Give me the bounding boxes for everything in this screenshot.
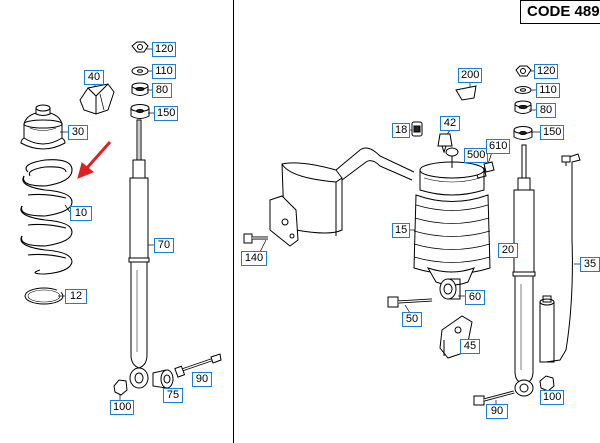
shock-absorber-20 — [512, 144, 536, 397]
callout-80[interactable]: 80 — [152, 83, 172, 98]
coil-spring-10 — [20, 159, 73, 275]
wire-harness-35 — [545, 153, 581, 363]
callout-70[interactable]: 70 — [154, 238, 174, 253]
damper-cylinder — [539, 295, 555, 363]
callout-90-left[interactable]: 90 — [192, 372, 212, 387]
callout-40[interactable]: 40 — [84, 70, 104, 85]
panel-divider — [233, 0, 234, 443]
top-nut-120-left — [131, 41, 149, 53]
callout-500[interactable]: 500 — [464, 148, 488, 163]
red-pointer-arrow — [77, 141, 112, 179]
callout-10[interactable]: 10 — [70, 206, 92, 221]
bushing-150-left — [130, 104, 150, 119]
callout-18[interactable]: 18 — [392, 123, 410, 138]
callout-30[interactable]: 30 — [68, 125, 88, 140]
air-spring-15 — [413, 147, 491, 286]
callout-90-right[interactable]: 90 — [486, 404, 508, 419]
top-nut-120-right — [515, 65, 532, 77]
connector-18 — [411, 121, 423, 137]
code-box: CODE 489 — [520, 0, 600, 24]
callout-15[interactable]: 15 — [392, 223, 410, 238]
bushing-75 — [152, 369, 174, 389]
clip-42 — [437, 133, 453, 154]
callout-45[interactable]: 45 — [460, 339, 480, 354]
washer-110-right — [514, 86, 532, 94]
bolt-140 — [243, 233, 268, 244]
callout-35[interactable]: 35 — [580, 257, 600, 272]
bump-stop-40 — [79, 83, 115, 115]
bolt-50 — [387, 296, 433, 308]
callout-60[interactable]: 60 — [465, 290, 485, 305]
spring-ring-12 — [24, 287, 64, 305]
cap-200 — [455, 85, 477, 101]
callout-120-right[interactable]: 120 — [534, 64, 558, 79]
spring-seat-30 — [20, 104, 66, 150]
callout-110-right[interactable]: 110 — [536, 83, 560, 98]
callout-110[interactable]: 110 — [152, 64, 176, 79]
bushing-150-right — [513, 126, 533, 140]
callout-100-right[interactable]: 100 — [540, 390, 564, 405]
washer-110-left — [131, 66, 149, 76]
left-leader-lines — [58, 48, 196, 400]
nut-100-right — [539, 375, 555, 392]
callout-42[interactable]: 42 — [440, 116, 460, 131]
callout-150-right[interactable]: 150 — [540, 125, 564, 140]
callout-610[interactable]: 610 — [486, 139, 510, 154]
valve-500 — [483, 161, 495, 173]
callout-12[interactable]: 12 — [65, 289, 87, 304]
callout-80-right[interactable]: 80 — [536, 103, 556, 118]
bolt-90-left — [174, 353, 222, 378]
bushing-80-left — [131, 82, 149, 96]
callout-200[interactable]: 200 — [458, 68, 482, 83]
nut-100-left — [113, 379, 128, 396]
callout-100-left[interactable]: 100 — [110, 400, 134, 415]
callout-75[interactable]: 75 — [163, 388, 183, 403]
right-leader-lines — [259, 70, 580, 408]
callout-50[interactable]: 50 — [402, 312, 422, 327]
bolt-90-right — [473, 390, 515, 406]
air-reservoir-tank — [269, 147, 415, 247]
callout-20[interactable]: 20 — [498, 243, 518, 258]
bushing-60 — [439, 278, 461, 300]
shock-absorber-70 — [128, 119, 150, 389]
callout-150[interactable]: 150 — [154, 106, 178, 121]
callout-140[interactable]: 140 — [241, 251, 267, 266]
bushing-80-right — [514, 100, 532, 114]
callout-120[interactable]: 120 — [152, 42, 176, 57]
